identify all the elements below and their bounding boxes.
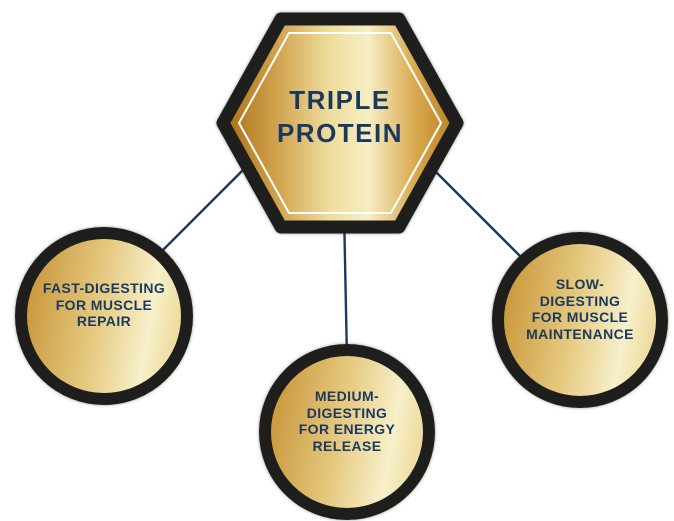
hexagon-title-line: PROTEIN (276, 118, 404, 148)
node-slow-digesting-label: SLOW- DIGESTING FOR MUSCLE MAINTENANCE (526, 276, 634, 342)
node-label-line: RELEASE (312, 437, 382, 454)
node-label-line: REPAIR (76, 313, 132, 330)
hexagon-title-line: TRIPLE (289, 85, 391, 115)
node-medium-digesting-label: MEDIUM- DIGESTING FOR ENERGY RELEASE (299, 388, 396, 454)
node-label-line: SLOW- (555, 276, 605, 292)
node-fast-digesting-label: FAST-DIGESTING FOR MUSCLE REPAIR (43, 280, 165, 330)
node-label-line: FOR MUSCLE (531, 309, 629, 325)
node-label-line: MAINTENANCE (526, 325, 634, 342)
hexagon-title: TRIPLE PROTEIN (240, 84, 440, 150)
hexagon-inner-outline (237, 32, 443, 214)
hexagon-badge (216, 12, 464, 234)
node-label-line: FAST-DIGESTING (42, 280, 166, 297)
node-slow-digesting: SLOW- DIGESTING FOR MUSCLE MAINTENANCE (492, 232, 668, 408)
node-label-line: MEDIUM- (314, 388, 380, 404)
node-fast-digesting: FAST-DIGESTING FOR MUSCLE REPAIR (15, 227, 193, 405)
connector-line-middle (342, 209, 349, 361)
node-label-line: DIGESTING (306, 404, 388, 421)
node-label-line: FOR ENERGY (298, 421, 396, 437)
node-label-line: FOR MUSCLE (55, 296, 153, 313)
node-medium-digesting: MEDIUM- DIGESTING FOR ENERGY RELEASE (259, 344, 435, 520)
node-label-line: DIGESTING (539, 292, 621, 309)
